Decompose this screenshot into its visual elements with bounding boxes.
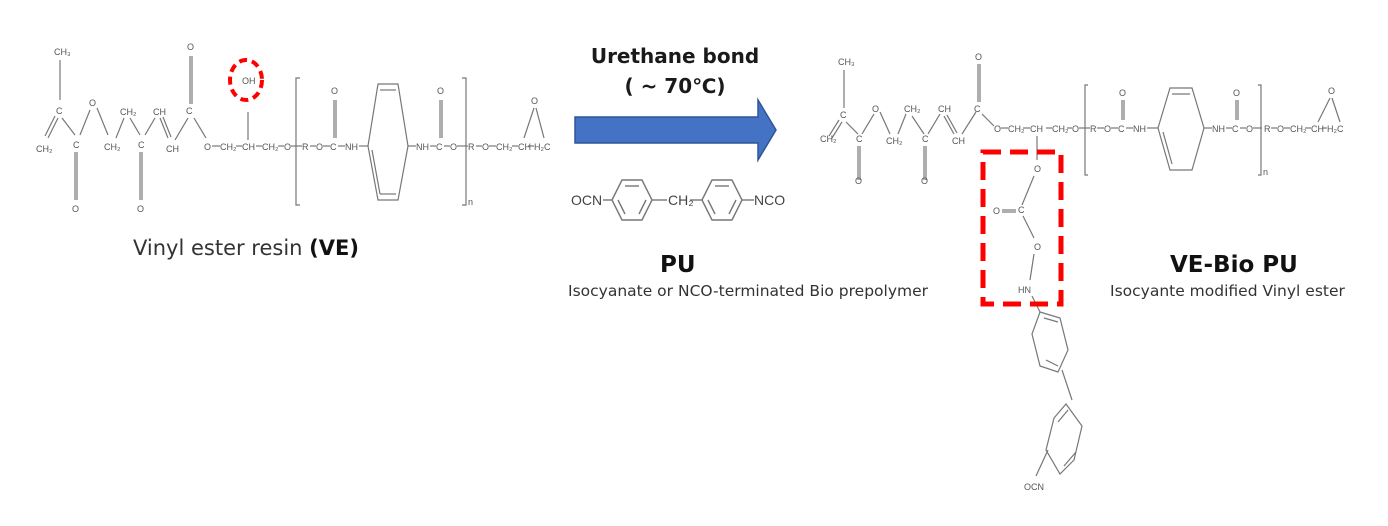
svg-text:C: C [840, 110, 847, 120]
svg-text:R: R [468, 142, 475, 152]
svg-text:CH: CH [938, 104, 951, 114]
svg-text:O: O [1233, 88, 1240, 98]
svg-text:C: C [1118, 124, 1125, 134]
svg-text:CH: CH [242, 142, 255, 152]
svg-text:H₂C: H₂C [534, 142, 551, 152]
svg-text:O: O [187, 42, 194, 52]
svg-text:O: O [1104, 124, 1111, 134]
svg-text:O: O [89, 98, 96, 108]
reaction-arrow [574, 97, 777, 163]
svg-text:O: O [316, 142, 323, 152]
vinyl-ester-caption-text: Vinyl ester resin [133, 236, 310, 260]
vinyl-ester-caption: Vinyl ester resin (VE) [133, 236, 359, 260]
svg-text:O: O [531, 96, 538, 106]
svg-text:H₂C: H₂C [1327, 124, 1344, 134]
svg-text:n: n [468, 197, 473, 207]
svg-text:CH: CH [518, 142, 531, 152]
svg-text:OCN: OCN [1024, 482, 1044, 492]
svg-text:O: O [1328, 86, 1335, 96]
svg-text:CH₂: CH₂ [262, 142, 279, 152]
svg-text:C: C [1232, 124, 1239, 134]
svg-text:CH₂: CH₂ [220, 142, 237, 152]
svg-text:CH₂: CH₂ [820, 134, 837, 144]
urethane-linkage-highlight [980, 149, 1064, 307]
vinyl-ester-structure: CH₃ C CH₂ C O O CH₂ CH₂ C O CH CH C O O … [36, 42, 551, 214]
svg-text:CH: CH [1030, 124, 1043, 134]
svg-text:O: O [1034, 242, 1041, 252]
svg-text:NH: NH [1212, 124, 1225, 134]
svg-text:O: O [437, 86, 444, 96]
ve-bio-pu-structure: CH₃ C CH₂ C O O CH₂ CH₂ C O CH CH C O O … [820, 52, 1344, 492]
svg-text:CH: CH [952, 136, 965, 146]
vinyl-ester-caption-abbrev: (VE) [309, 236, 359, 260]
svg-text:O: O [72, 204, 79, 214]
svg-text:O: O [1072, 124, 1079, 134]
svg-text:C: C [138, 140, 145, 150]
svg-text:O: O [921, 176, 928, 186]
svg-text:O: O [1034, 164, 1041, 174]
svg-text:CH₂: CH₂ [1008, 124, 1025, 134]
svg-text:C: C [186, 106, 193, 116]
svg-text:CH₂: CH₂ [1052, 124, 1069, 134]
svg-text:C: C [1018, 205, 1025, 215]
svg-text:CH₂: CH₂ [496, 142, 513, 152]
svg-text:CH₃: CH₃ [838, 57, 855, 67]
product-title: VE-Bio PU [1170, 252, 1298, 278]
oh-highlight-circle [228, 58, 264, 102]
svg-text:C: C [330, 142, 337, 152]
svg-text:R: R [302, 142, 309, 152]
svg-text:CH₂: CH₂ [104, 142, 121, 152]
svg-text:C: C [922, 134, 929, 144]
svg-text:O: O [450, 142, 457, 152]
svg-text:NH: NH [345, 142, 358, 152]
svg-text:C: C [974, 104, 981, 114]
svg-text:NH: NH [1133, 124, 1146, 134]
svg-text:R: R [1264, 124, 1271, 134]
svg-text:n: n [1263, 167, 1268, 177]
svg-text:CH₂: CH₂ [668, 192, 694, 208]
svg-text:OCN: OCN [571, 192, 602, 208]
svg-text:O: O [1277, 124, 1284, 134]
svg-text:CH: CH [166, 144, 179, 154]
product-subtitle: Isocyante modified Vinyl ester [1110, 282, 1345, 300]
svg-text:R: R [1090, 124, 1097, 134]
pu-subtitle: Isocyanate or NCO-terminated Bio prepoly… [568, 282, 928, 300]
svg-text:O: O [482, 142, 489, 152]
svg-text:CH₂: CH₂ [1290, 124, 1307, 134]
svg-text:CH₂: CH₂ [886, 136, 903, 146]
svg-text:C: C [73, 140, 80, 150]
svg-text:NCO: NCO [754, 192, 785, 208]
svg-text:O: O [1246, 124, 1253, 134]
svg-text:CH: CH [153, 107, 166, 117]
svg-text:CH₂: CH₂ [904, 104, 921, 114]
svg-text:NH: NH [416, 142, 429, 152]
condition-line-2: ( ~ 70℃) [624, 74, 726, 98]
svg-text:O: O [872, 104, 879, 114]
svg-text:O: O [137, 204, 144, 214]
svg-text:O: O [204, 142, 211, 152]
svg-text:C: C [56, 106, 63, 116]
svg-text:CH: CH [1311, 124, 1324, 134]
svg-text:HN: HN [1018, 285, 1031, 295]
svg-text:O: O [331, 86, 338, 96]
svg-text:O: O [993, 206, 1000, 216]
svg-text:OH: OH [242, 76, 256, 86]
svg-text:O: O [284, 142, 291, 152]
svg-text:O: O [855, 176, 862, 186]
condition-line-1: Urethane bond [590, 44, 760, 68]
pu-structure: OCN CH₂ NCO [571, 179, 785, 221]
svg-text:O: O [975, 52, 982, 62]
svg-text:O: O [994, 124, 1001, 134]
svg-text:C: C [856, 134, 863, 144]
svg-text:C: C [436, 142, 443, 152]
svg-text:CH₂: CH₂ [36, 144, 53, 154]
svg-text:CH₃: CH₃ [54, 47, 71, 57]
svg-text:CH₂: CH₂ [120, 107, 137, 117]
svg-text:O: O [1119, 88, 1126, 98]
reaction-condition: Urethane bond ( ~ 70℃) [575, 44, 775, 98]
pu-title: PU [660, 252, 696, 278]
